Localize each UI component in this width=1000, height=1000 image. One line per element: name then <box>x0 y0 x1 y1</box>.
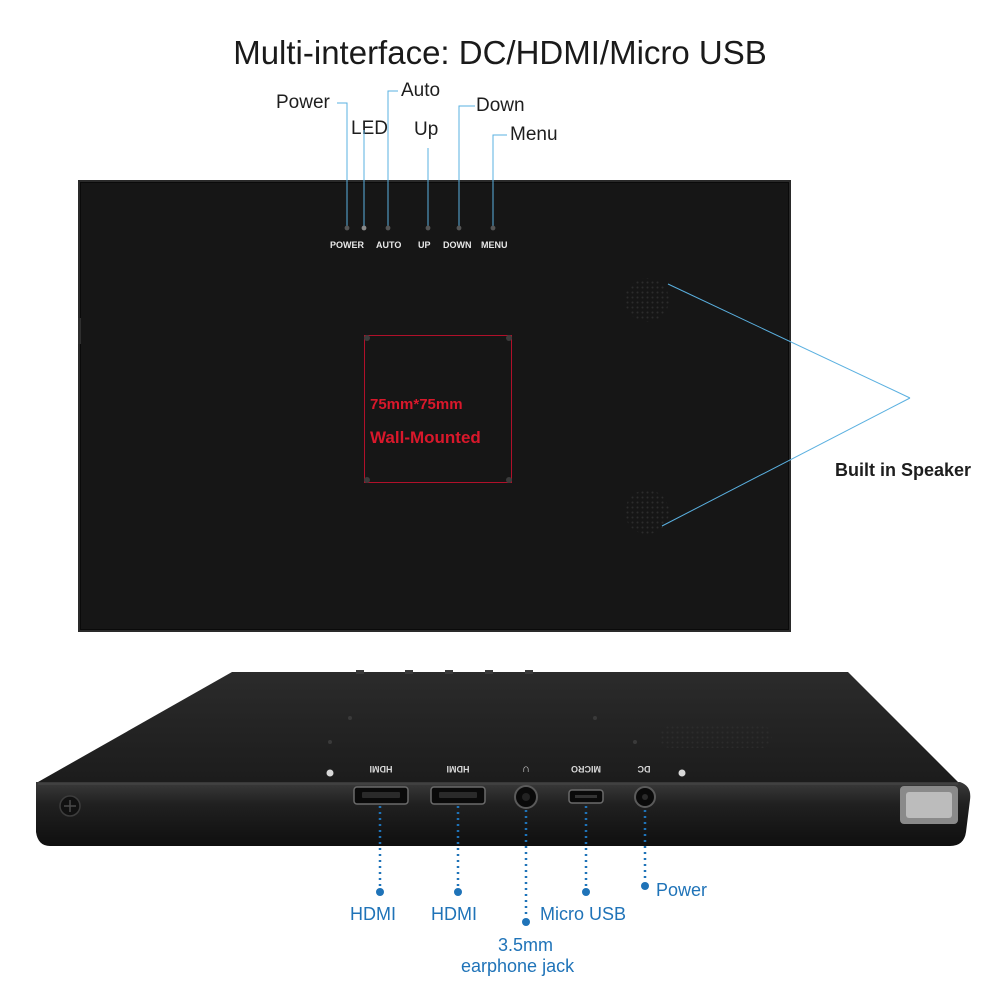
port-callout-dots <box>376 882 649 926</box>
monitor-side-view <box>36 670 971 846</box>
side-silkscreen-dc: DC <box>637 764 651 774</box>
callout-power: Power <box>276 92 330 113</box>
vesa-size-label: 75mm*75mm <box>370 396 463 413</box>
panel-button-auto-label: AUTO <box>376 240 402 250</box>
port-label-jack-name: earphone jack <box>461 956 575 976</box>
side-silkscreen-hdmi-2: HDMI <box>446 764 470 774</box>
port-callout-lines <box>378 806 647 918</box>
panel-button-power-label: POWER <box>330 240 365 250</box>
side-silkscreen-hdmi-1: HDMI <box>369 764 393 774</box>
vesa-mount-area <box>364 335 512 483</box>
panel-button-up-label: UP <box>418 240 431 250</box>
top-callout-lines <box>337 90 507 226</box>
panel-button-down-label: DOWN <box>443 240 472 250</box>
vesa-wall-mounted-label: Wall-Mounted <box>370 428 481 447</box>
callout-auto: Auto <box>401 80 441 101</box>
callout-down: Down <box>476 95 525 116</box>
port-label-hdmi-2: HDMI <box>431 904 477 924</box>
speaker-grilles <box>625 278 669 534</box>
callout-led: LED <box>351 118 388 139</box>
speaker-callout-lines <box>661 283 911 527</box>
port-label-hdmi-1: HDMI <box>350 904 396 924</box>
page-title: Multi-interface: DC/HDMI/Micro USB <box>233 34 767 71</box>
callout-menu: Menu <box>510 124 558 145</box>
panel-buttons <box>344 225 496 231</box>
port-label-jack-size: 3.5mm <box>498 935 554 955</box>
panel-button-menu-label: MENU <box>481 240 508 250</box>
headphone-icon: ∩ <box>522 763 530 775</box>
monitor-back-panel <box>78 180 791 632</box>
callout-up: Up <box>414 119 439 140</box>
side-silkscreen-micro: MICRO <box>571 764 601 774</box>
vesa-holes <box>364 335 512 483</box>
port-label-micro-usb: Micro USB <box>540 904 627 924</box>
speaker-callout-label: Built in Speaker <box>835 460 972 480</box>
port-label-power: Power <box>656 880 708 900</box>
